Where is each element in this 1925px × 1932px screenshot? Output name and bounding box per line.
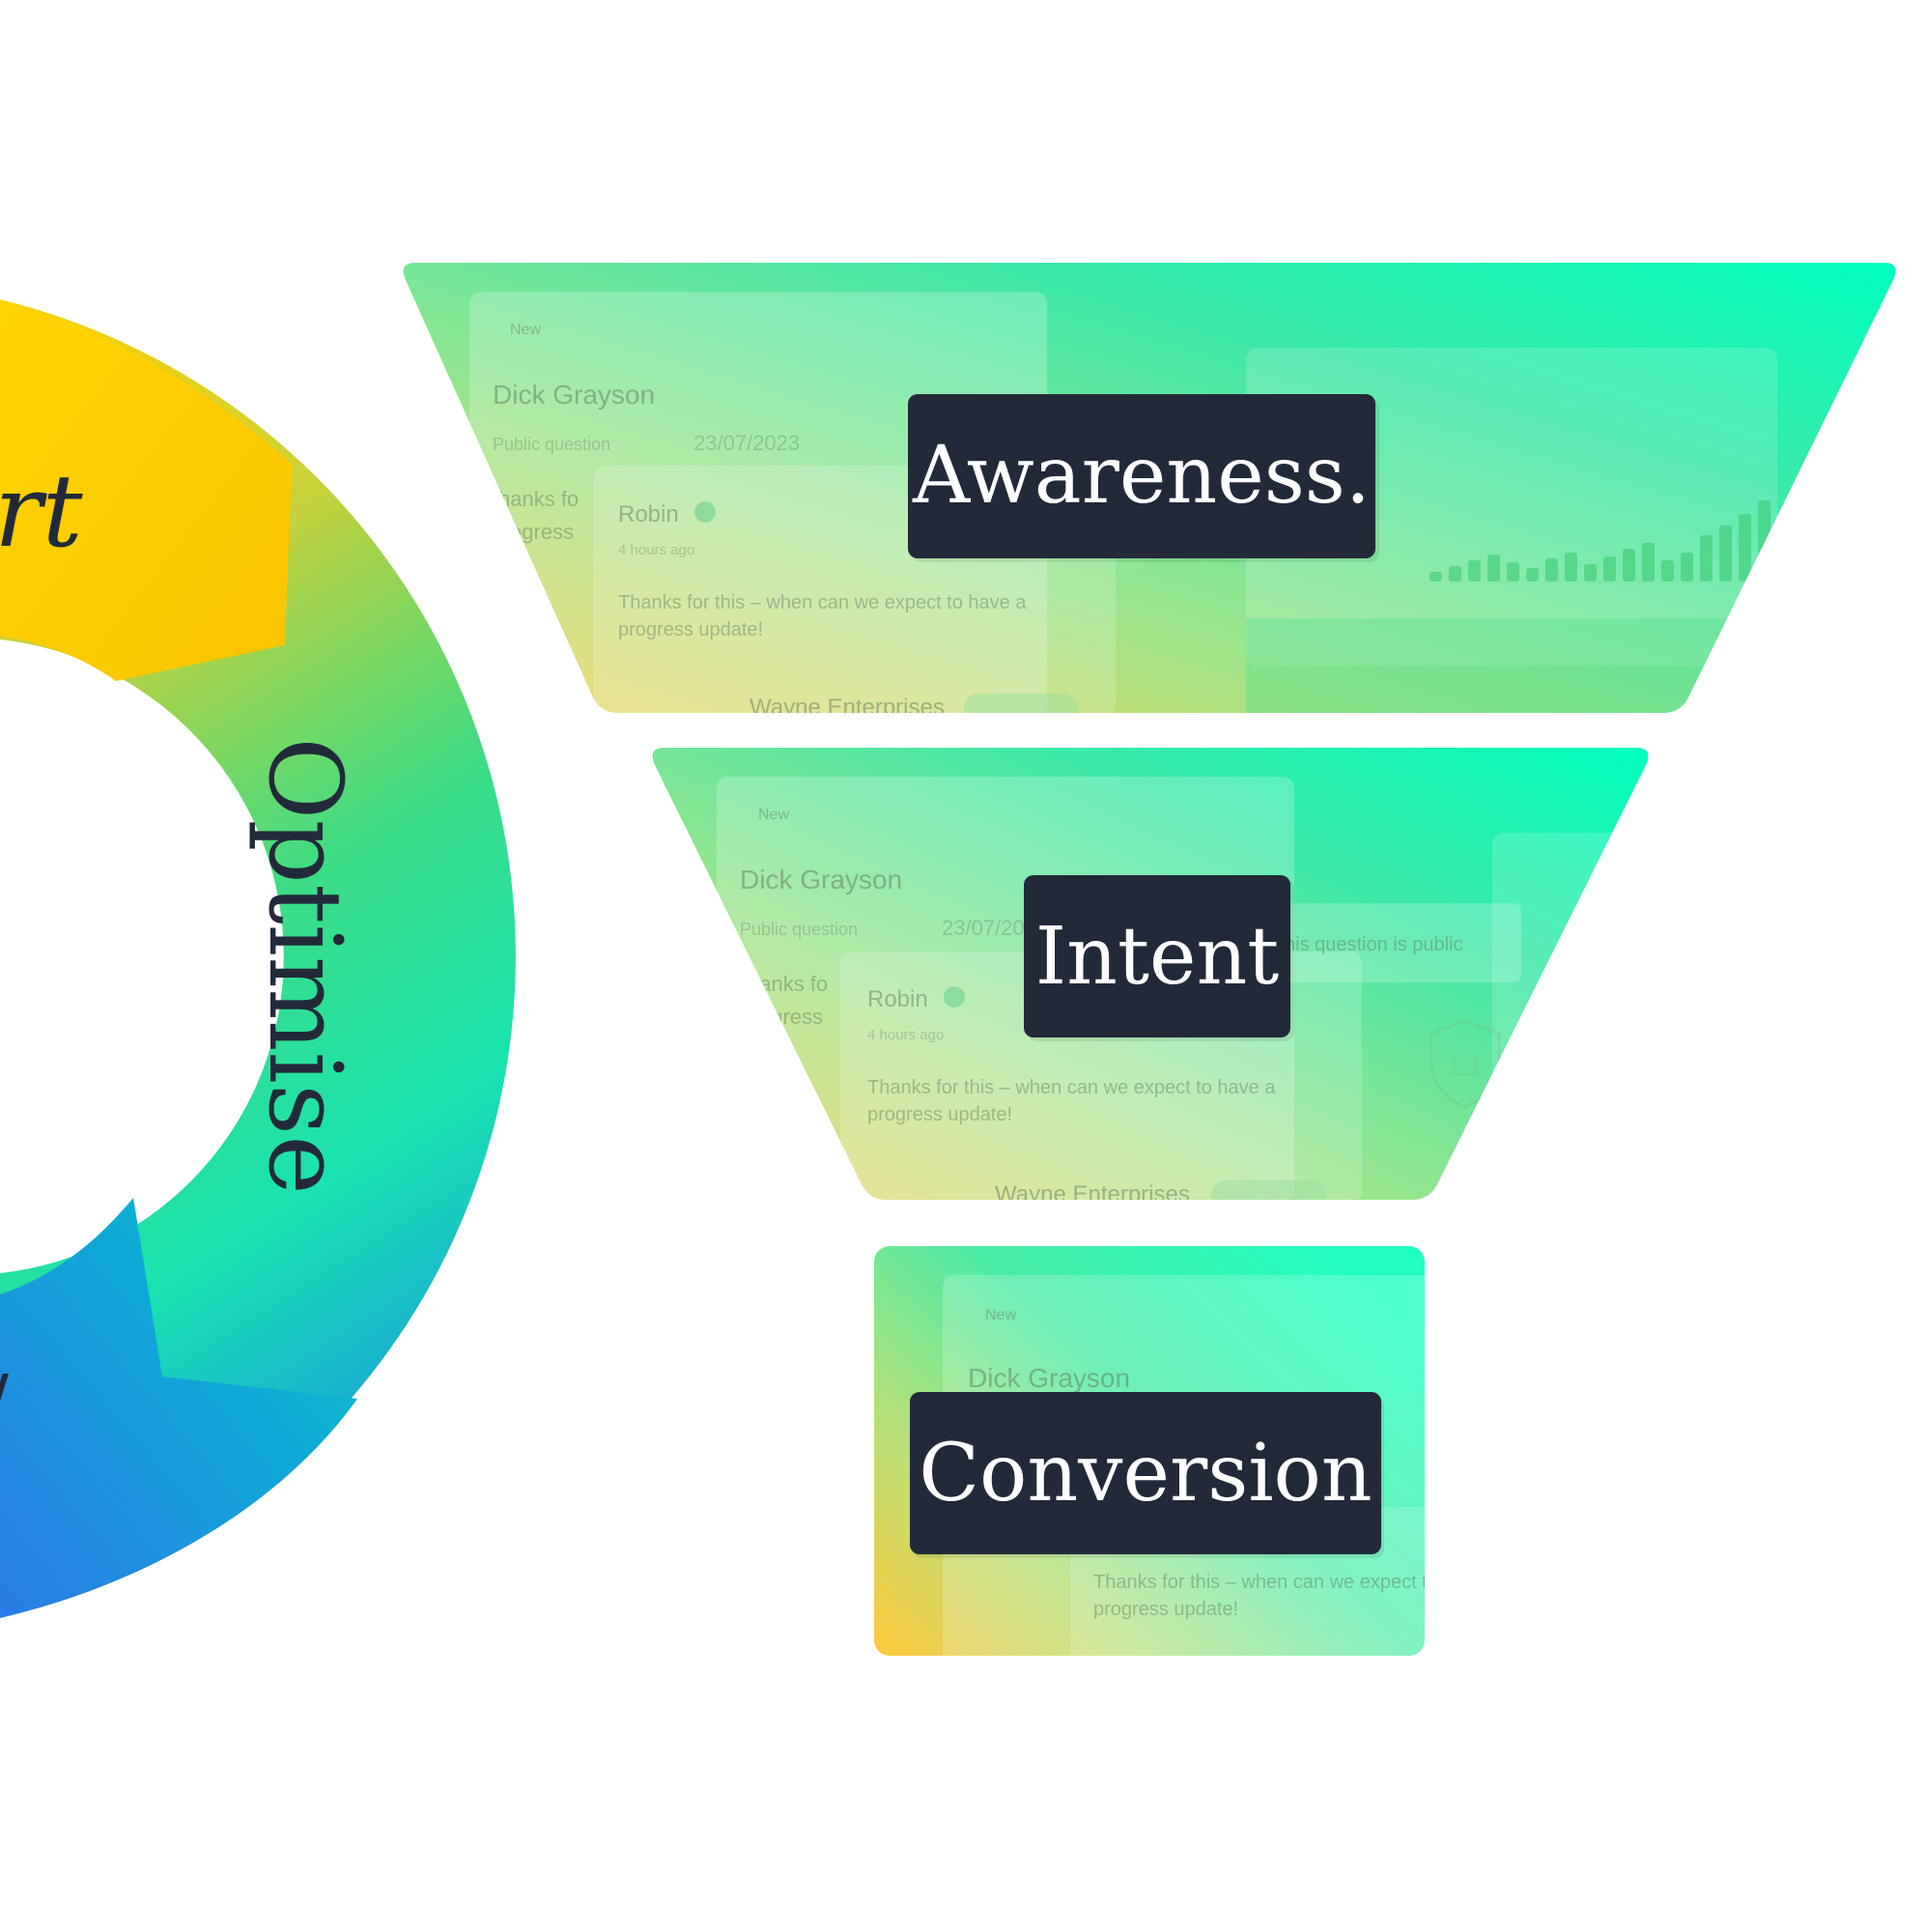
funnel-stage-conversion: New Dick Grayson Thanks for this – when … [874,1246,1502,1656]
mock-bar [1468,560,1481,582]
svg-text:Dick Grayson: Dick Grayson [493,380,655,410]
ring-segment-start [0,299,292,681]
mock-bar [1603,556,1616,582]
stage-label-intent: Intent [1035,911,1279,1003]
svg-text:Wayne Enterprises: Wayne Enterprises [995,1181,1190,1208]
svg-text:progress update!: progress update! [867,1104,1012,1125]
mock-bar [1507,562,1519,582]
mock-bar [1545,558,1558,582]
ring-label-blue: / [0,1358,9,1448]
svg-text:New: New [758,807,789,823]
svg-text:ogress: ogress [510,520,574,544]
stage-label-box-awareness [908,394,1375,558]
ring-label-optimise: Optimise [246,737,364,1195]
mock-bar [1526,568,1539,582]
svg-text:progress update!: progress update! [1093,1599,1238,1620]
svg-text:Dick Grayson: Dick Grayson [968,1363,1130,1393]
stage-label-awareness: Awareness. [912,430,1371,522]
mock-bar [1565,553,1577,582]
svg-text:progress update!: progress update! [618,619,763,640]
svg-text:Robin: Robin [618,501,679,527]
mock-bar [1449,566,1461,582]
svg-text:Thanks for this – when can we: Thanks for this – when can we expect to … [867,1077,1276,1098]
svg-text:New: New [985,1307,1016,1323]
svg-text:Wayne Enterprises: Wayne Enterprises [750,695,945,721]
mock-bar [1700,535,1713,582]
svg-text:Dick Grayson: Dick Grayson [740,865,902,895]
svg-text:Robin: Robin [867,986,928,1012]
cycle-ring: rt Optimise / [0,299,516,1618]
svg-text:hanks fo: hanks fo [498,487,579,511]
mock-bar-chart [1430,500,1770,582]
funnel-stage-intent: New Dick Grayson Public question 23/07/2… [652,748,1649,1208]
mock-bar [1430,572,1442,582]
svg-text:Public question: Public question [493,435,610,454]
mock-bar [1623,549,1635,582]
stage-label-box-intent [1024,875,1290,1037]
mock-bar [1739,514,1751,582]
svg-text:Thanks for this – when can we: Thanks for this – when can we expect to … [1093,1572,1502,1593]
svg-text:23/07/2023: 23/07/2023 [694,431,800,455]
svg-text:ogress: ogress [759,1005,823,1029]
mock-bar [1487,554,1500,582]
svg-text:his question is public: his question is public [1285,934,1463,955]
mock-bar [1642,543,1655,582]
svg-text:Thanks for this – when can we: Thanks for this – when can we expect to … [618,592,1027,613]
svg-text:hanks fo: hanks fo [748,972,828,996]
svg-text:4 hours ago: 4 hours ago [618,542,694,558]
stage-label-conversion: Conversion [919,1428,1372,1520]
stage-label-box-conversion [910,1392,1381,1554]
svg-text:4 hours ago: 4 hours ago [867,1027,944,1043]
funnel-stage-awareness: New Dick Grayson Public question 23/07/2… [403,263,1896,721]
mock-bar [1584,564,1597,582]
svg-text:New: New [510,322,541,338]
mock-bar [1758,500,1770,582]
mock-bar [1719,526,1732,582]
svg-text:Public question: Public question [740,920,858,939]
ring-label-start: rt [0,452,83,570]
mock-bar [1661,560,1674,582]
ring-segment-blue [0,1198,357,1618]
mock-bar [1681,553,1693,582]
